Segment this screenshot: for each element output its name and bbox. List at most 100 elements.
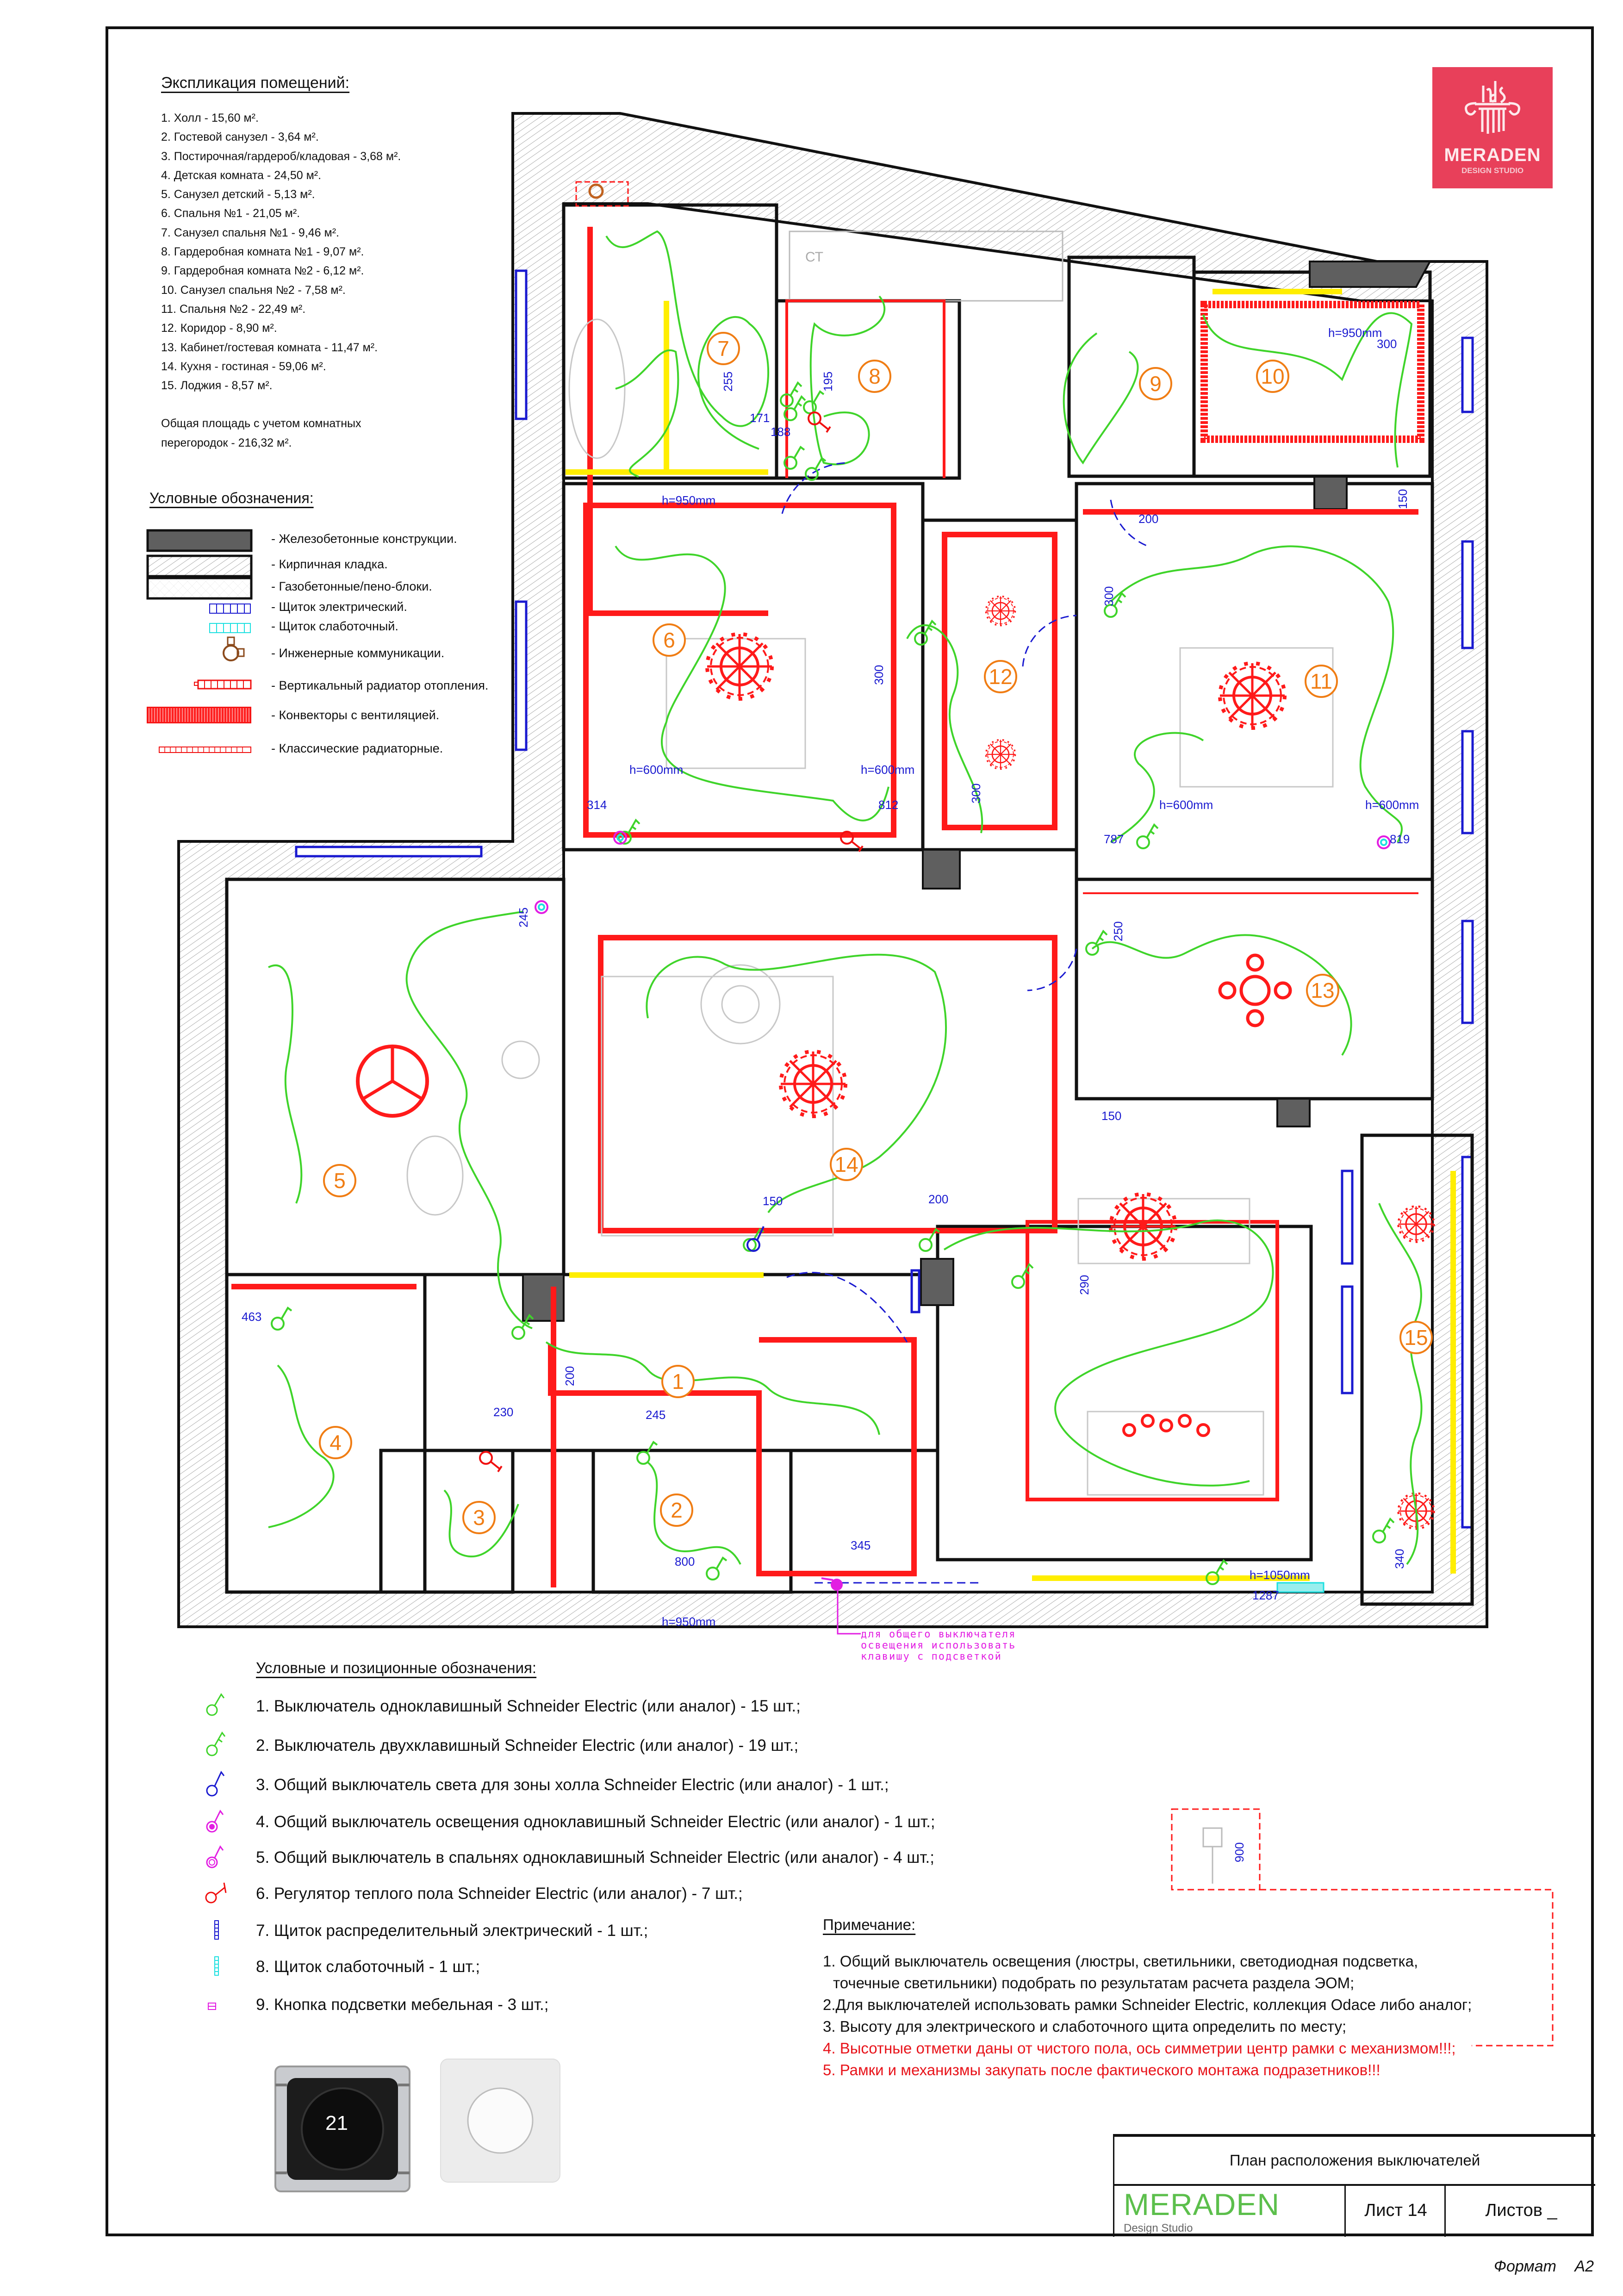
height-mark: h=950mm: [662, 1615, 715, 1629]
svg-text:13: 13: [1311, 978, 1334, 1002]
height-mark: h=600mm: [861, 763, 914, 777]
svg-text:3: 3: [473, 1506, 485, 1530]
sheet-title: План расположения выключателей: [1114, 2137, 1595, 2186]
dimension-mark: 245: [516, 908, 530, 927]
room-number-12: 12: [984, 660, 1017, 693]
svg-text:4: 4: [330, 1431, 342, 1455]
legend-item-electric-panel: - Щиток электрический.: [146, 597, 563, 618]
height-mark: h=600mm: [629, 763, 683, 777]
legend-item-concrete: - Железобетонные конструкции.: [146, 529, 563, 552]
room-entry: 4. Детская комната - 24,50 м².: [161, 168, 322, 182]
legend-item-aerated-block: - Газобетонные/пено-блоки.: [146, 577, 563, 600]
furniture-light-button-icon: [208, 2003, 216, 2010]
dimension-mark: 230: [493, 1405, 513, 1419]
low-voltage-panel-icon: [209, 623, 251, 633]
room-number-1: 1: [661, 1365, 695, 1398]
legend-item-vertical-radiator: - Вертикальный радиатор отопления.: [146, 677, 563, 698]
room-number-8: 8: [858, 360, 891, 393]
dimension-mark: 1287: [1252, 1588, 1279, 1602]
low-voltage-panel: [1276, 1582, 1325, 1593]
note-item: 3. Высоту для электрического и слаботочн…: [823, 2018, 1347, 2035]
pendant-lamp-icon: [1399, 1207, 1434, 1242]
furniture: [406, 318, 1334, 1496]
low-voltage-panel-icon: [214, 1956, 219, 1976]
room-number-13: 13: [1306, 974, 1339, 1007]
room-entry: 1. Холл - 15,60 м².: [161, 112, 259, 124]
dimension-mark: 340: [1393, 1549, 1406, 1569]
sheet-number: Лист 14: [1344, 2184, 1446, 2237]
room-entry: 8. Гардеробная комната №1 - 9,07 м².: [161, 245, 364, 259]
svg-text:1: 1: [672, 1369, 684, 1394]
room-entry: 7. Санузел спальня №1 - 9,46 м².: [161, 226, 339, 239]
room-entry: 15. Лоджия - 8,57 м².: [161, 379, 273, 392]
dimension-mark: 150: [1396, 489, 1410, 509]
paper-format: Формат A2: [1494, 2258, 1594, 2275]
dimension-mark: 800: [675, 1555, 695, 1568]
notes-title: Примечание:: [823, 1916, 916, 1933]
svg-text:14: 14: [834, 1152, 858, 1176]
dimension-mark: 812: [878, 798, 898, 812]
total-area: Общая площадь с учетом комнатных: [161, 417, 361, 430]
legend-item-utilities: - Инженерные коммуникации.: [146, 636, 563, 668]
room-entry: 14. Кухня - гостиная - 59,06 м².: [161, 360, 326, 373]
pendant-lamp-icon: [985, 739, 1016, 770]
dimension-mark: 188: [771, 425, 790, 439]
utilities-riser: [575, 181, 629, 207]
svg-text:6: 6: [663, 628, 675, 652]
total-area: перегородок - 216,32 м².: [161, 436, 292, 449]
room-entry: 9. Гардеробная комната №2 - 6,12 м².: [161, 264, 364, 278]
dimension-mark: 200: [928, 1192, 948, 1206]
convector-icon: [147, 707, 251, 723]
legend-item-low-voltage-panel: - Щиток слаботочный.: [146, 616, 563, 638]
general-lighting-switch-icon: [206, 1810, 224, 1833]
svg-text:15: 15: [1404, 1325, 1428, 1350]
switches: [271, 382, 1395, 1591]
title-block: План расположения выключателей MERADEN D…: [1113, 2134, 1595, 2237]
concrete-columns: [522, 261, 1432, 1322]
room-entry: 6. Спальня №1 - 21,05 м².: [161, 207, 300, 220]
dimension-labels: h=950mm h=600mm h=600mm h=600mm h=600mm …: [242, 326, 1419, 1862]
floor-heating-regulator-icon: [205, 1882, 227, 1904]
dimension-mark: 200: [1138, 512, 1158, 526]
dimension-mark: 300: [872, 665, 886, 685]
dimension-mark: 463: [242, 1310, 261, 1324]
switch-legend-title: Условные и позиционные обозначения:: [256, 1659, 537, 1676]
room-number-6: 6: [653, 623, 686, 657]
windows: [295, 269, 1474, 1529]
svg-text:9: 9: [1150, 372, 1162, 396]
legend-item-classic-radiator: - Классические радиаторные.: [146, 741, 563, 766]
studio-subtitle: Design Studio: [1124, 2222, 1193, 2234]
legend-title: Условные обозначения:: [149, 490, 314, 506]
annotation-leader: [837, 1587, 861, 1635]
single-switch-icon: [206, 1693, 225, 1716]
chandeliers: [356, 595, 1434, 1529]
room-number-2: 2: [660, 1493, 693, 1527]
height-mark: h=600mm: [1159, 798, 1213, 812]
concrete-swatch: [146, 529, 253, 552]
svg-text:12: 12: [989, 665, 1012, 689]
room-number-3: 3: [462, 1501, 496, 1534]
room-number-4: 4: [319, 1426, 352, 1459]
general-lighting-switch-icon: [821, 1577, 843, 1591]
dimension-mark: 314: [587, 798, 607, 812]
svg-text:5: 5: [334, 1169, 346, 1193]
legend-item-convector: - Конвекторы с вентиляцией.: [146, 706, 563, 728]
electric-panel-icon: [209, 604, 251, 614]
dimension-mark: 255: [721, 372, 735, 392]
bedroom-master-switch-icon: [206, 1845, 224, 1868]
room-entry: 5. Санузел детский - 5,13 м².: [161, 188, 315, 201]
dimension-mark: 787: [1104, 832, 1124, 846]
room-entry: 2. Гостевой санузел - 3,64 м².: [161, 131, 319, 144]
svg-text:2: 2: [671, 1498, 683, 1522]
dimension-mark: 200: [563, 1366, 577, 1386]
dimension-mark: 300: [969, 784, 983, 803]
note-warning: 4. Высотные отметки даны от чистого пола…: [823, 2040, 1456, 2057]
height-mark: h=950mm: [662, 493, 715, 507]
ct-label: СТ: [805, 249, 823, 265]
electric-panel: [910, 1269, 920, 1313]
svg-text:10: 10: [1261, 364, 1284, 388]
explication-title: Экспликация помещений:: [161, 74, 350, 92]
height-mark: h=1050mm: [1250, 1568, 1310, 1582]
thermostat-display: 21: [325, 2112, 348, 2134]
vertical-radiator-icon: [194, 679, 252, 690]
